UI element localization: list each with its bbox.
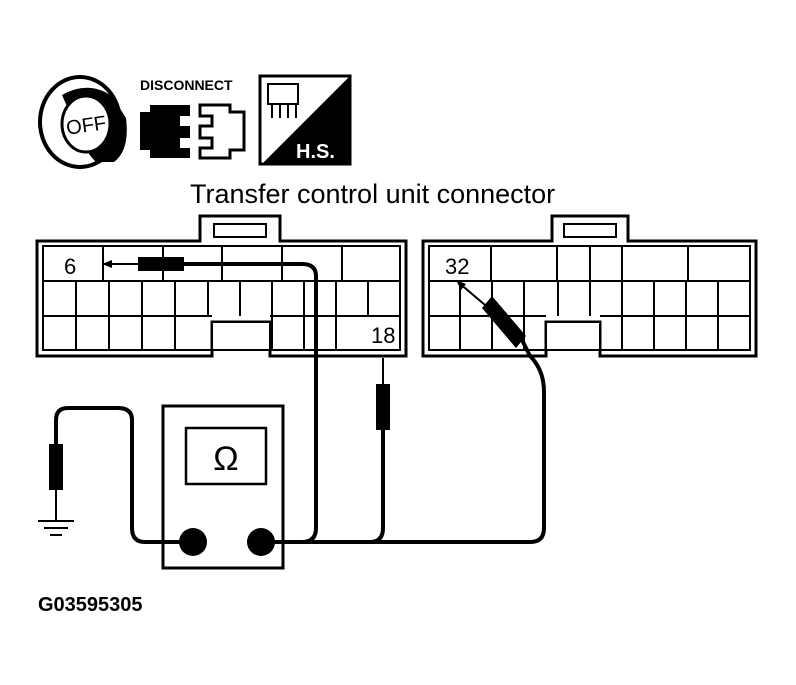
- disconnect-icon: DISCONNECT: [140, 77, 246, 160]
- ground-probe: [49, 444, 63, 520]
- ground-icon: [38, 520, 74, 536]
- ohm-symbol: Ω: [213, 440, 238, 478]
- probe-pin-32: [456, 280, 526, 348]
- diagram-title: Transfer control unit connector: [190, 179, 555, 209]
- left-connector-pin-6: 6: [64, 254, 76, 279]
- ignition-key-off-icon: OFF: [38, 75, 127, 169]
- harness-side-label: H.S.: [296, 141, 335, 163]
- right-connector-pin-32: 32: [445, 254, 469, 279]
- figure-id: G03595305: [38, 594, 143, 616]
- test-leads: [54, 262, 546, 544]
- left-connector-pin-18: 18: [371, 323, 395, 348]
- probe-pin-6: [102, 257, 184, 271]
- probe-pin-18: [376, 358, 390, 430]
- disconnect-label: DISCONNECT: [140, 77, 233, 93]
- left-connector: [35, 214, 408, 358]
- ohmmeter: Ω: [161, 404, 285, 570]
- right-connector: [421, 214, 758, 358]
- harness-side-icon: H.S.: [258, 74, 352, 166]
